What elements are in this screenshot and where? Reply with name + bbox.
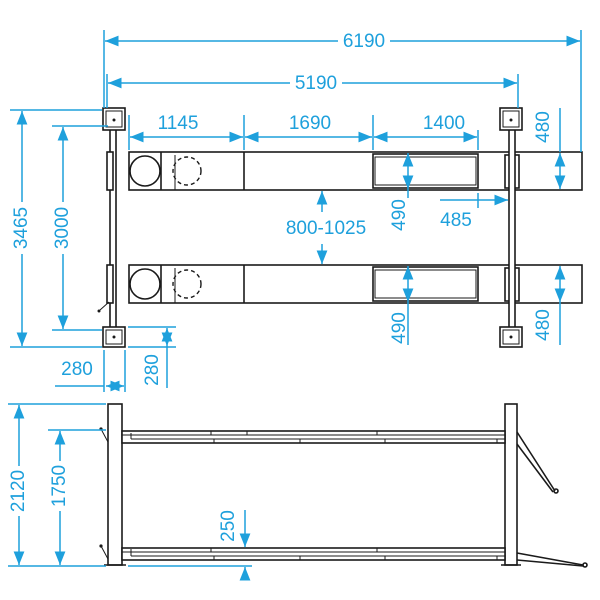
cross-beam-rear bbox=[508, 127, 516, 329]
dim-recess-width-top: 490 bbox=[389, 199, 410, 231]
dim-segment-front: 1145 bbox=[158, 113, 199, 134]
side-view-structure bbox=[99, 403, 588, 568]
dim-segment-rear: 1400 bbox=[423, 113, 465, 134]
ramp-lowered bbox=[516, 552, 588, 568]
dim-runway-gap: 800-1025 bbox=[286, 218, 366, 239]
dim-post-span-length: 5190 bbox=[295, 73, 337, 94]
dim-overall-width: 3465 bbox=[11, 207, 32, 249]
dim-segment-middle: 1690 bbox=[289, 113, 331, 134]
dim-rear-offset: 485 bbox=[440, 210, 472, 231]
post-front bbox=[107, 403, 123, 566]
dim-recess-width-bottom: 490 bbox=[389, 312, 410, 344]
dim-lift-height: 1750 bbox=[49, 465, 70, 507]
dim-overall-length: 6190 bbox=[343, 31, 385, 52]
dim-post-span-width: 3000 bbox=[52, 207, 73, 249]
runway-bottom bbox=[128, 264, 583, 304]
post-front-bottom bbox=[102, 326, 126, 348]
top-view-dimensions: 6190 5190 1145 1690 1400 3465 3000 800-1… bbox=[10, 30, 582, 392]
top-view-structure bbox=[97, 107, 583, 348]
post-rear-bottom bbox=[499, 326, 523, 348]
dim-overall-height: 2120 bbox=[8, 470, 29, 512]
runway-top bbox=[128, 151, 583, 191]
post-rear bbox=[504, 403, 518, 566]
wheel-alt-position-icon bbox=[172, 156, 202, 186]
post-rear-top bbox=[499, 107, 523, 131]
platform-lowered bbox=[121, 547, 506, 561]
platform-raised bbox=[121, 430, 506, 444]
dim-platform-height: 250 bbox=[218, 510, 239, 542]
dim-runway-width-bottom: 480 bbox=[533, 309, 554, 341]
dim-runway-width-top: 480 bbox=[533, 111, 554, 143]
dim-post-depth: 280 bbox=[142, 354, 163, 386]
side-view-dimensions: 2120 1750 250 bbox=[7, 403, 252, 581]
wheel-icon bbox=[129, 268, 161, 300]
wheel-alt-position-icon bbox=[172, 269, 202, 299]
ramp-raised bbox=[516, 431, 559, 494]
dim-post-width: 280 bbox=[61, 359, 93, 380]
post-front-top bbox=[102, 107, 126, 131]
wheel-icon bbox=[129, 155, 161, 187]
